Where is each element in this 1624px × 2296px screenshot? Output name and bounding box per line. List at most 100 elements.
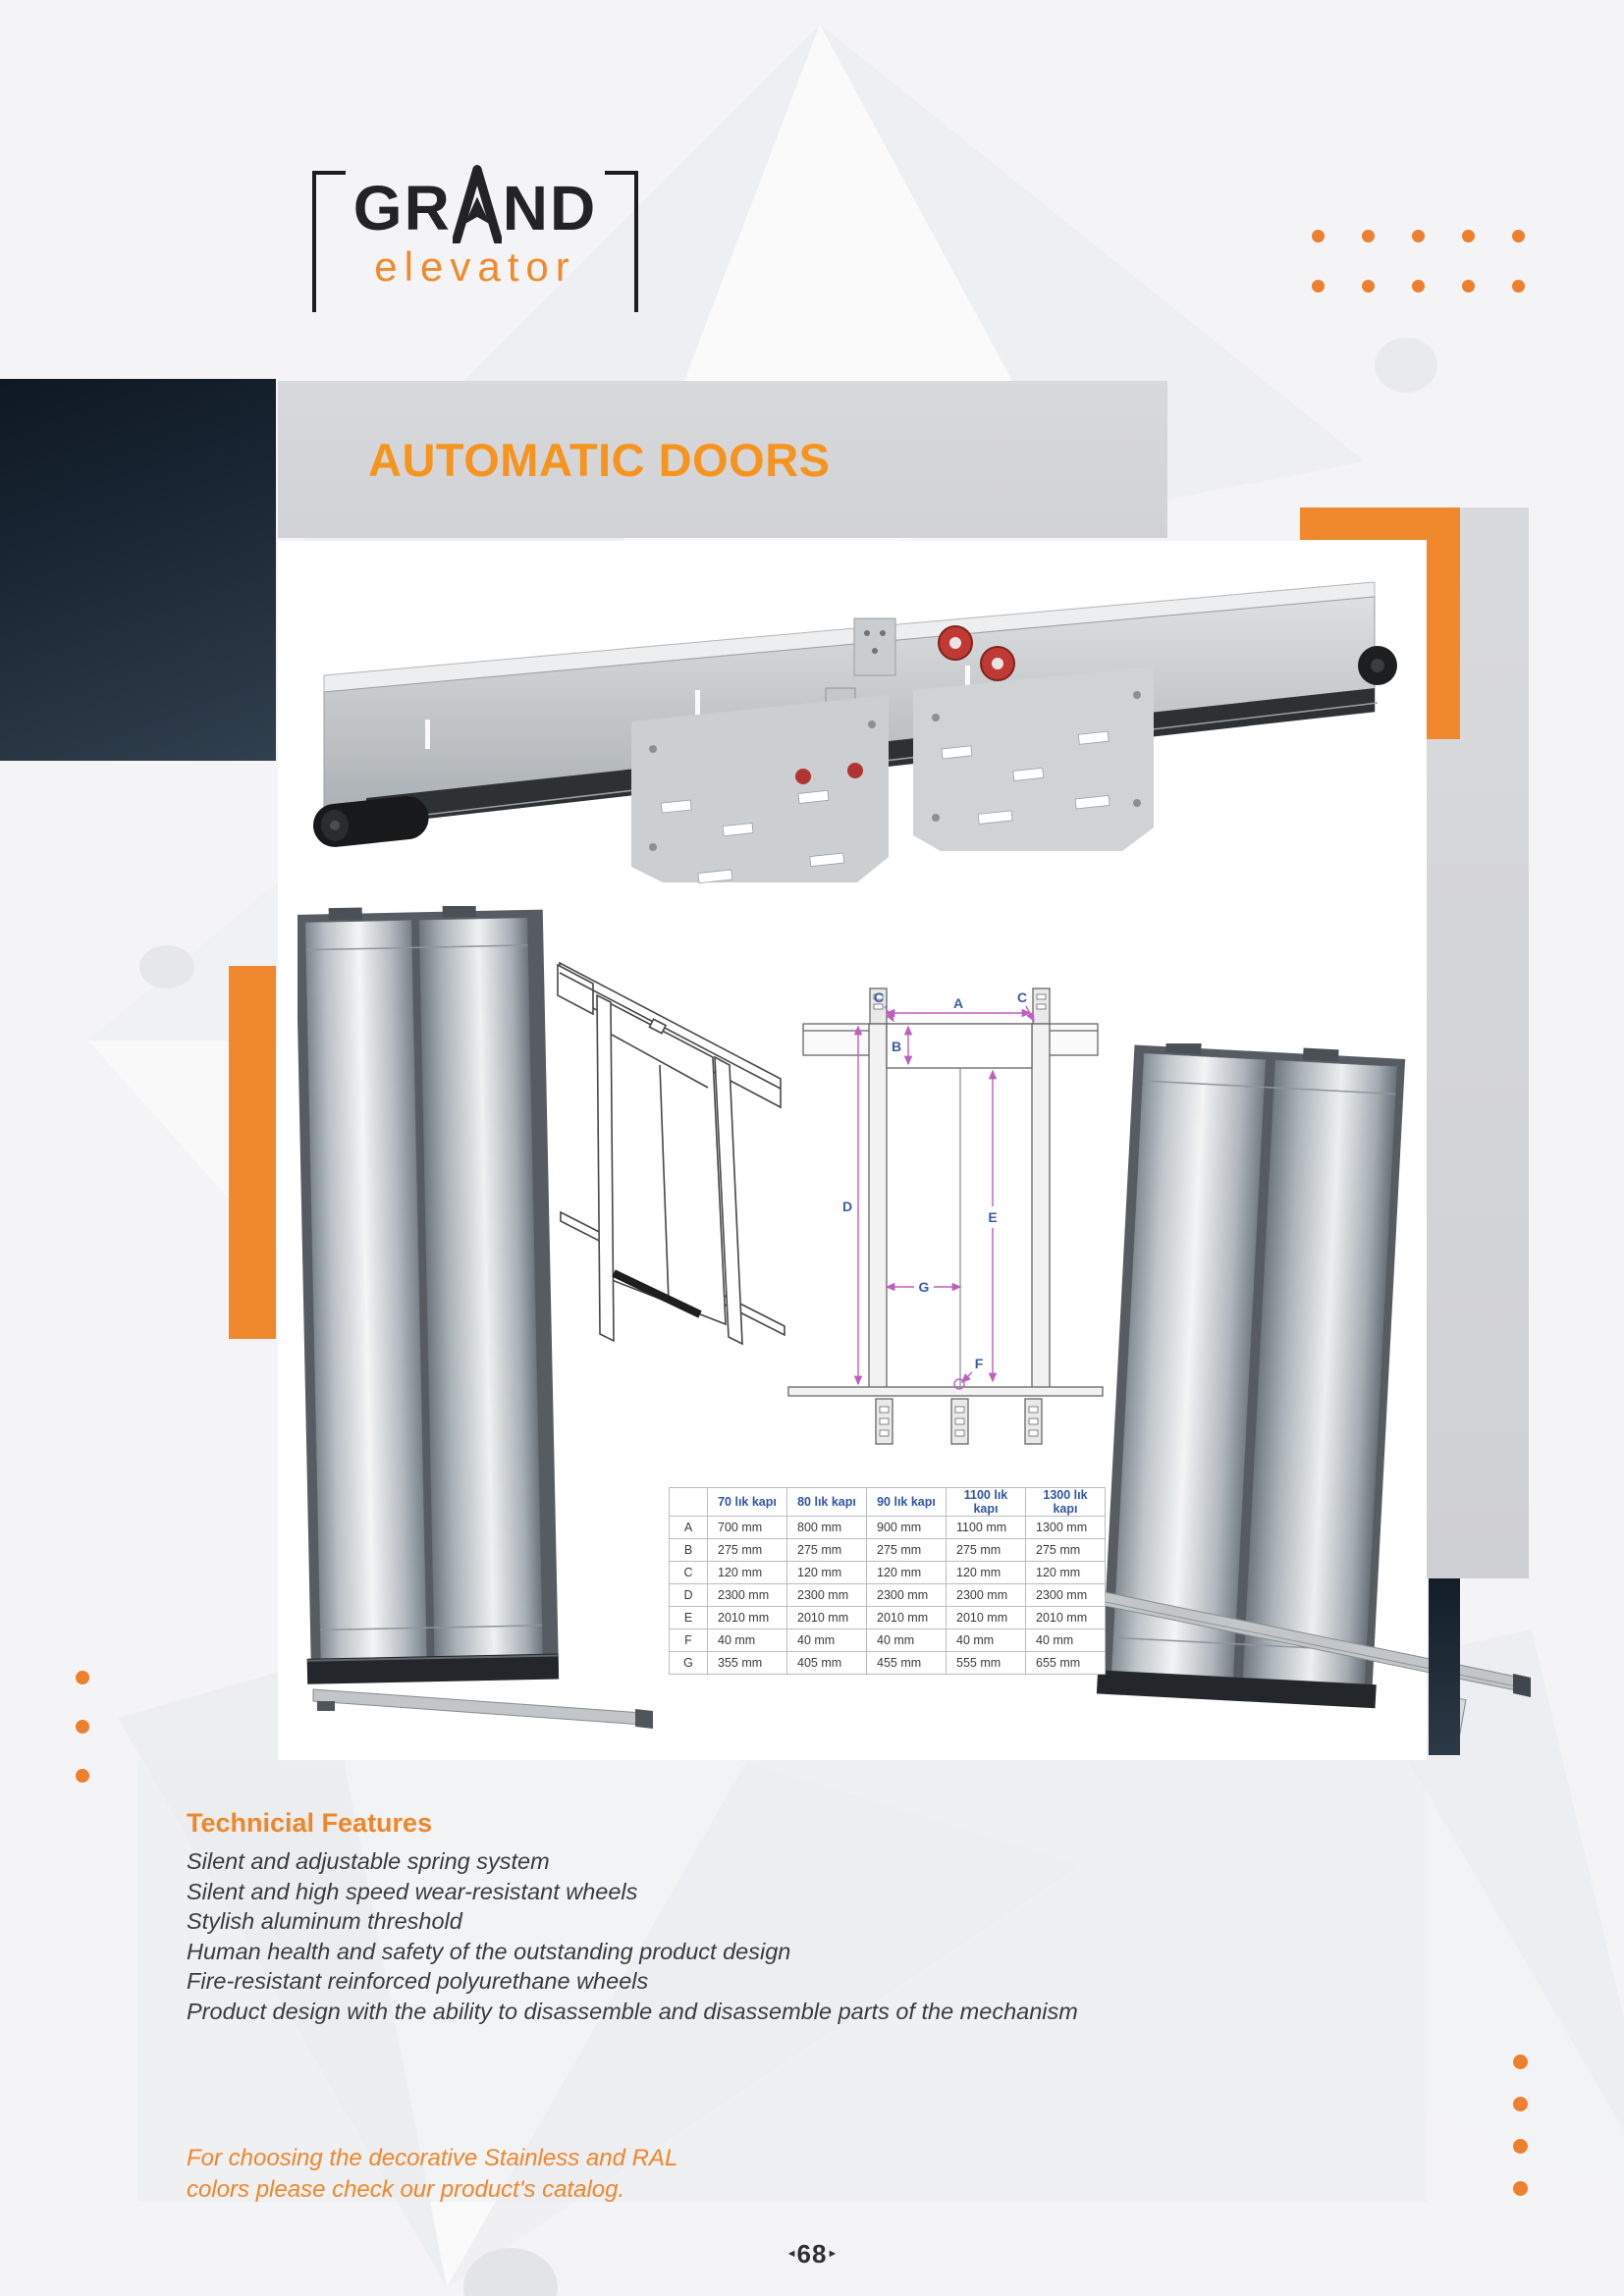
cell: 800 mm bbox=[786, 1516, 867, 1539]
orange-dot bbox=[1512, 230, 1525, 242]
feature-item: Human health and safety of the outstandi… bbox=[187, 1938, 791, 1964]
logo-bracket-right-icon bbox=[605, 171, 638, 312]
dim-label-c-left: C bbox=[874, 989, 884, 1005]
cell: 275 mm bbox=[786, 1538, 867, 1562]
cell: 1300 mm bbox=[1025, 1516, 1106, 1539]
logo-text-nd: ND bbox=[502, 173, 598, 243]
orange-dot bbox=[1462, 230, 1475, 242]
technical-features-section: Technicial Features Silent and adjustabl… bbox=[187, 1808, 1110, 2026]
row-label: E bbox=[669, 1606, 708, 1629]
door-panel-left-render bbox=[298, 906, 653, 1729]
cell: 275 mm bbox=[866, 1538, 947, 1562]
row-label: F bbox=[669, 1629, 708, 1652]
cell: 2300 mm bbox=[1025, 1583, 1106, 1607]
feature-item: Silent and adjustable spring system bbox=[187, 1848, 550, 1874]
cell: 1100 mm bbox=[946, 1516, 1026, 1539]
cell: 405 mm bbox=[786, 1651, 867, 1675]
door-panel-right-render bbox=[1091, 1043, 1531, 1749]
dimension-table: 70 lık kapı 80 lık kapı 90 lık kapı 1100… bbox=[669, 1487, 1106, 1675]
cell: 655 mm bbox=[1025, 1651, 1106, 1675]
cell: 2010 mm bbox=[707, 1606, 787, 1629]
cell: 40 mm bbox=[866, 1629, 947, 1652]
page-number: 68 bbox=[796, 2239, 828, 2269]
table-header-cell: 90 lık kapı bbox=[866, 1487, 947, 1517]
logo-bracket-left-icon bbox=[312, 171, 346, 312]
cell: 40 mm bbox=[1025, 1629, 1106, 1652]
orange-dot bbox=[1312, 280, 1325, 293]
navy-right-bar bbox=[1429, 1578, 1460, 1755]
dim-label-b: B bbox=[892, 1039, 901, 1054]
table-row: D 2300 mm 2300 mm 2300 mm 2300 mm 2300 m… bbox=[669, 1583, 1106, 1607]
dim-label-f: F bbox=[975, 1356, 984, 1371]
orange-dot bbox=[76, 1720, 89, 1734]
table-row: F 40 mm 40 mm 40 mm 40 mm 40 mm bbox=[669, 1629, 1106, 1652]
orange-dot bbox=[1513, 2097, 1528, 2111]
dim-label-c-right: C bbox=[1017, 989, 1027, 1005]
dim-label-g: G bbox=[919, 1279, 930, 1295]
dim-label-a: A bbox=[953, 995, 963, 1011]
door-operator-render bbox=[307, 581, 1397, 883]
pager-next-icon: ► bbox=[827, 2247, 839, 2260]
page-footer: ◄68► bbox=[0, 2239, 1624, 2269]
cell: 2010 mm bbox=[1025, 1606, 1106, 1629]
navy-accent-block bbox=[0, 379, 276, 761]
orange-dot bbox=[76, 1769, 89, 1783]
table-header-cell: 70 lık kapı bbox=[707, 1487, 787, 1517]
orange-corner-vertical bbox=[1427, 540, 1460, 739]
dim-label-d: D bbox=[842, 1199, 852, 1214]
cell: 120 mm bbox=[786, 1561, 867, 1584]
cell: 120 mm bbox=[1025, 1561, 1106, 1584]
cell: 2010 mm bbox=[946, 1606, 1026, 1629]
note-line-1: For choosing the decorative Stainless an… bbox=[187, 2145, 678, 2171]
feature-item: Stylish aluminum threshold bbox=[187, 1908, 462, 1934]
orange-dot bbox=[1362, 230, 1375, 242]
row-label: C bbox=[669, 1561, 708, 1584]
row-label: G bbox=[669, 1651, 708, 1675]
row-label: D bbox=[669, 1583, 708, 1607]
feature-item: Fire-resistant reinforced polyurethane w… bbox=[187, 1968, 649, 1994]
table-header-cell bbox=[669, 1487, 708, 1517]
cell: 2300 mm bbox=[707, 1583, 787, 1607]
features-heading: Technicial Features bbox=[187, 1808, 433, 1838]
orange-dot bbox=[1312, 230, 1325, 242]
logo-wordmark: GR ND bbox=[352, 165, 598, 243]
content-panel: A C C B D E G F bbox=[278, 541, 1531, 1760]
logo-text-gr: GR bbox=[352, 173, 452, 243]
title-band: AUTOMATIC DOORS bbox=[278, 381, 1167, 538]
cell: 275 mm bbox=[707, 1538, 787, 1562]
cell: 455 mm bbox=[866, 1651, 947, 1675]
cell: 120 mm bbox=[707, 1561, 787, 1584]
orange-dots-right bbox=[1513, 2055, 1528, 2196]
orange-dot bbox=[1412, 280, 1425, 293]
cell: 555 mm bbox=[946, 1651, 1026, 1675]
orange-dot bbox=[1412, 230, 1425, 242]
catalog-note: For choosing the decorative Stainless an… bbox=[187, 2143, 677, 2205]
row-label: B bbox=[669, 1538, 708, 1562]
cell: 700 mm bbox=[707, 1516, 787, 1539]
cell: 40 mm bbox=[707, 1629, 787, 1652]
table-header-row: 70 lık kapı 80 lık kapı 90 lık kapı 1100… bbox=[669, 1487, 1106, 1517]
cell: 900 mm bbox=[866, 1516, 947, 1539]
cell: 275 mm bbox=[946, 1538, 1026, 1562]
feature-item: Silent and high speed wear-resistant whe… bbox=[187, 1878, 638, 1904]
door-frame-isometric-drawing bbox=[557, 961, 785, 1346]
logo: GR ND elevator bbox=[312, 163, 638, 312]
table-row: A 700 mm 800 mm 900 mm 1100 mm 1300 mm bbox=[669, 1516, 1106, 1539]
cell: 2010 mm bbox=[866, 1606, 947, 1629]
pager-prev-icon: ◄ bbox=[785, 2247, 797, 2260]
orange-dot bbox=[1513, 2055, 1528, 2069]
orange-dot bbox=[76, 1671, 89, 1684]
cell: 2300 mm bbox=[946, 1583, 1026, 1607]
table-row: C 120 mm 120 mm 120 mm 120 mm 120 mm bbox=[669, 1561, 1106, 1584]
cell: 2300 mm bbox=[786, 1583, 867, 1607]
orange-dot bbox=[1513, 2181, 1528, 2196]
dim-label-e: E bbox=[988, 1209, 997, 1225]
table-header-cell: 1100 lık kapı bbox=[946, 1487, 1026, 1517]
cell: 275 mm bbox=[1025, 1538, 1106, 1562]
orange-dot bbox=[1512, 280, 1525, 293]
row-label: A bbox=[669, 1516, 708, 1539]
cell: 120 mm bbox=[866, 1561, 947, 1584]
note-line-2: colors please check our product's catalo… bbox=[187, 2175, 625, 2203]
table-row: E 2010 mm 2010 mm 2010 mm 2010 mm 2010 m… bbox=[669, 1606, 1106, 1629]
cell: 2300 mm bbox=[866, 1583, 947, 1607]
